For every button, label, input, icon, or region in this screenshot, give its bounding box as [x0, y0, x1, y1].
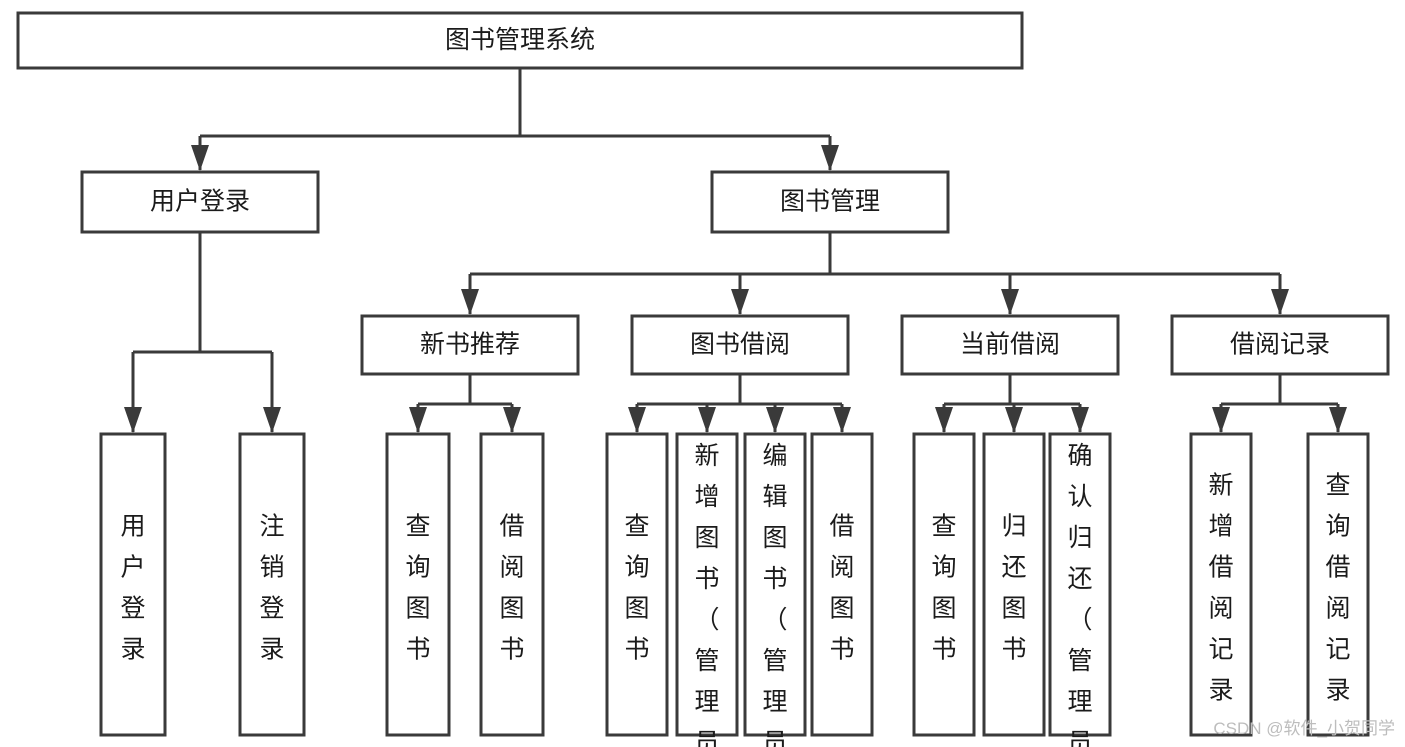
- node-user-login[interactable]: 用户登录: [80, 170, 320, 234]
- node-box: [630, 314, 850, 376]
- node-box: [900, 314, 1120, 376]
- node-label: 用户登录: [150, 188, 250, 216]
- new-book-rec-arrow: [503, 407, 521, 433]
- node-label: 查询借阅记录: [1325, 471, 1350, 704]
- node-box: [1048, 432, 1112, 737]
- node-borrow-record[interactable]: 借阅记录: [1170, 314, 1390, 376]
- node-box: [99, 432, 167, 737]
- node-leaf-add-record[interactable]: 新增借阅记录: [1189, 432, 1253, 737]
- node-label: 编辑图书（管理员）: [762, 442, 787, 747]
- node-label: 借阅图书: [499, 512, 524, 663]
- new-book-rec-arrow: [409, 407, 427, 433]
- node-box: [1189, 432, 1253, 737]
- node-box: [479, 432, 545, 737]
- current-borrow-arrow: [1071, 407, 1089, 433]
- user-login-arrow: [124, 407, 142, 433]
- node-label: 借阅记录: [1230, 331, 1330, 359]
- node-box: [385, 432, 451, 737]
- node-leaf-query-book-2[interactable]: 查询图书: [605, 432, 669, 737]
- node-box: [238, 432, 306, 737]
- node-label: 借阅图书: [829, 512, 854, 663]
- book-borrow-arrow: [698, 407, 716, 433]
- current-borrow-arrow: [935, 407, 953, 433]
- node-label: 归还图书: [1001, 512, 1026, 663]
- node-box: [743, 432, 807, 737]
- node-layer: 图书管理系统用户登录图书管理新书推荐图书借阅当前借阅借阅记录用户登录注销登录查询…: [16, 11, 1390, 747]
- node-current-borrow[interactable]: 当前借阅: [900, 314, 1120, 376]
- node-root[interactable]: 图书管理系统: [16, 11, 1024, 70]
- node-box: [605, 432, 669, 737]
- node-label: 查询图书: [405, 512, 430, 663]
- current-borrow-arrow: [1005, 407, 1023, 433]
- borrow-record-arrow: [1329, 407, 1347, 433]
- book-manage-arrow: [1271, 289, 1289, 315]
- node-label: 图书管理: [780, 188, 880, 216]
- node-leaf-return-book[interactable]: 归还图书: [982, 432, 1046, 737]
- node-label: 图书管理系统: [445, 26, 595, 54]
- node-label: 查询图书: [931, 512, 956, 663]
- node-box: [80, 170, 320, 234]
- node-leaf-query-record[interactable]: 查询借阅记录: [1306, 432, 1370, 737]
- node-box: [710, 170, 950, 234]
- book-borrow-arrow: [833, 407, 851, 433]
- node-box: [1306, 432, 1370, 737]
- node-label: 新书推荐: [420, 331, 520, 359]
- book-manage-arrow: [1001, 289, 1019, 315]
- node-box: [912, 432, 976, 737]
- node-label: 用户登录: [120, 512, 145, 663]
- node-label: 当前借阅: [960, 331, 1060, 359]
- node-leaf-query-book-3[interactable]: 查询图书: [912, 432, 976, 737]
- node-label: 新增借阅记录: [1208, 471, 1233, 704]
- node-label: 查询图书: [624, 512, 649, 663]
- node-label: 图书借阅: [690, 331, 790, 359]
- user-login-arrow: [263, 407, 281, 433]
- node-leaf-edit-book[interactable]: 编辑图书（管理员）: [743, 432, 807, 747]
- node-leaf-borrow-book-2[interactable]: 借阅图书: [810, 432, 874, 737]
- node-leaf-add-book[interactable]: 新增图书（管理员）: [675, 432, 739, 747]
- book-borrow-arrow: [766, 407, 784, 433]
- node-label: 新增图书（管理员）: [694, 442, 719, 747]
- book-manage-arrow: [731, 289, 749, 315]
- node-label: 确认归还（管理员）: [1067, 442, 1092, 747]
- root-arrow: [821, 145, 839, 171]
- node-leaf-confirm-return[interactable]: 确认归还（管理员）: [1048, 432, 1112, 747]
- node-box: [675, 432, 739, 737]
- node-box: [16, 11, 1024, 70]
- borrow-record-arrow: [1212, 407, 1230, 433]
- node-box: [1170, 314, 1390, 376]
- node-box: [360, 314, 580, 376]
- node-book-manage[interactable]: 图书管理: [710, 170, 950, 234]
- book-borrow-arrow: [628, 407, 646, 433]
- node-leaf-logout[interactable]: 注销登录: [238, 432, 306, 737]
- node-book-borrow[interactable]: 图书借阅: [630, 314, 850, 376]
- book-manage-arrow: [461, 289, 479, 315]
- node-new-book-rec[interactable]: 新书推荐: [360, 314, 580, 376]
- node-box: [982, 432, 1046, 737]
- node-leaf-user-login[interactable]: 用户登录: [99, 432, 167, 737]
- root-arrow: [191, 145, 209, 171]
- node-label: 注销登录: [259, 512, 284, 663]
- watermark-text: CSDN @软件_小贺同学: [1213, 719, 1395, 738]
- node-box: [810, 432, 874, 737]
- connector-layer: [124, 68, 1347, 433]
- node-leaf-borrow-book-1[interactable]: 借阅图书: [479, 432, 545, 737]
- node-leaf-query-book-1[interactable]: 查询图书: [385, 432, 451, 737]
